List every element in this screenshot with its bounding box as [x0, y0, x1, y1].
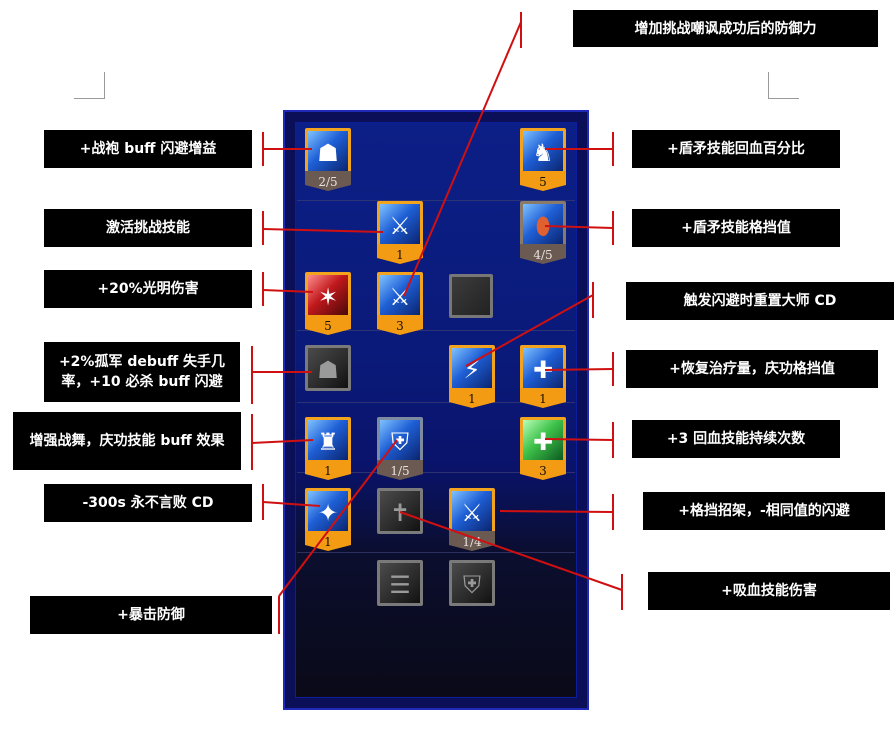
- skill-heal-block[interactable]: ✚ 1: [520, 345, 566, 408]
- warrior-figure-icon: ☗: [305, 345, 351, 391]
- tier-divider: [297, 330, 575, 331]
- tier-divider: [297, 200, 575, 201]
- skill-lone-warrior: ☗: [305, 345, 351, 391]
- skill-locked: [449, 274, 493, 318]
- annotation-war-dance: 增强战舞，庆功技能 buff 效果: [13, 412, 241, 470]
- skill-dodge-reset-master[interactable]: ⚡ 1: [449, 345, 495, 408]
- annotation-crit-defense: +暴击防御: [30, 596, 272, 634]
- skill-rank-badge: 1: [520, 388, 566, 408]
- skill-block-parry[interactable]: ⚔ 1/4: [449, 488, 495, 551]
- skill-rank-badge: 5: [520, 171, 566, 191]
- annotation-dodge-reset-master: 触发闪避时重置大师 CD: [626, 282, 894, 320]
- annotation-lone-warrior: +2%孤军 debuff 失手几率，+10 必杀 buff 闪避: [44, 342, 240, 402]
- skill-war-dance[interactable]: ♜ 1: [305, 417, 351, 480]
- annotation-heal-block: +恢复治疗量，庆功格挡值: [626, 350, 878, 388]
- skill-rank-badge: 3: [377, 315, 423, 335]
- annotation-top-challenge-defense: 增加挑战嘲讽成功后的防御力: [573, 10, 878, 47]
- sword-strike-icon: ⚔: [377, 201, 423, 247]
- annotation-shield-spear-heal: +盾矛技能回血百分比: [632, 130, 840, 168]
- trait-tree-panel: [283, 110, 589, 710]
- annotation-lifesteal-damage: +吸血技能伤害: [648, 572, 890, 610]
- skill-shield-spear-heal[interactable]: ♞ 5: [520, 128, 566, 191]
- combat-figures-icon: ⚔: [449, 488, 495, 534]
- annotation-dodge-buff: +战袍 buff 闪避增益: [44, 130, 252, 168]
- annotation-light-damage: +20%光明伤害: [44, 270, 252, 308]
- skill-rank-badge: 3: [520, 460, 566, 480]
- skill-locked-crowd-shield: ⛨: [449, 560, 495, 606]
- skill-rank-badge: 5: [305, 315, 351, 335]
- skill-rank-badge: 4/5: [520, 244, 566, 264]
- tier-divider: [297, 552, 575, 553]
- skill-shield-spear-block[interactable]: ⬮ 4/5: [520, 201, 566, 264]
- skill-rank-badge: 1/5: [377, 460, 423, 480]
- annotation-shield-spear-block: +盾矛技能格挡值: [632, 209, 840, 247]
- skill-rank-badge: 1: [377, 244, 423, 264]
- annotation-block-parry: +格挡招架，-相同值的闪避: [643, 492, 885, 530]
- annotation-activate-challenge: 激活挑战技能: [44, 209, 252, 247]
- crowd-shield-icon: ⛨: [449, 560, 495, 606]
- skill-rank-badge: 1: [305, 460, 351, 480]
- heal-figure-icon: ✚: [520, 345, 566, 391]
- page-corner-mark: [768, 72, 799, 99]
- warrior-figure-icon: ☗: [305, 128, 351, 174]
- skill-dodge-buff[interactable]: ☗ 2/5: [305, 128, 351, 191]
- locked-slot-icon: [449, 274, 493, 318]
- annotation-heal-duration: +3 回血技能持续次数: [632, 420, 840, 458]
- dodge-figure-icon: ⚡: [449, 345, 495, 391]
- fall-figure-icon: ✦: [305, 488, 351, 534]
- light-slash-icon: ✶: [305, 272, 351, 318]
- skill-rank-badge: 2/5: [305, 171, 351, 191]
- skill-light-damage[interactable]: ✶ 5: [305, 272, 351, 335]
- annotation-never-give-up: -300s 永不言败 CD: [44, 484, 252, 522]
- skill-activate-challenge[interactable]: ⚔ 1: [377, 201, 423, 264]
- page-corner-mark: [74, 72, 105, 99]
- tier-divider: [297, 402, 575, 403]
- skill-rank-badge: 1: [449, 388, 495, 408]
- tier-divider: [297, 472, 575, 473]
- skill-challenge-taunt-defense[interactable]: ⚔ 3: [377, 272, 423, 335]
- crowd-icon: ☰: [377, 560, 423, 606]
- skill-locked-crowd: ☰: [377, 560, 423, 606]
